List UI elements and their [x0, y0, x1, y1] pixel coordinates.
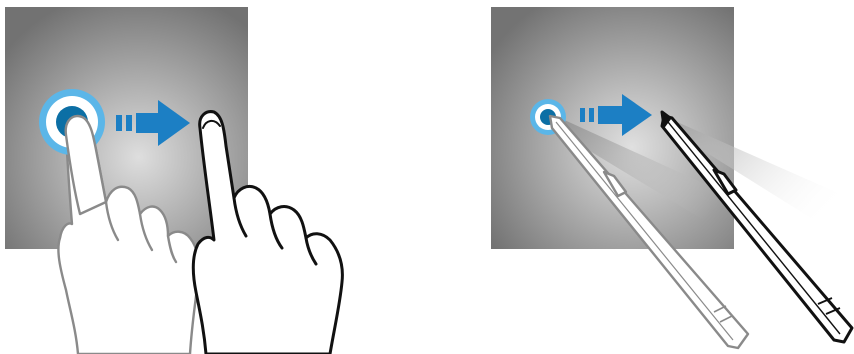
- pen-drag-illustration: [430, 0, 854, 354]
- finger-drag-illustration: [0, 0, 420, 354]
- active-hand: [193, 112, 342, 354]
- pen-drag-svg: [430, 0, 854, 354]
- finger-drag-svg: [0, 0, 420, 354]
